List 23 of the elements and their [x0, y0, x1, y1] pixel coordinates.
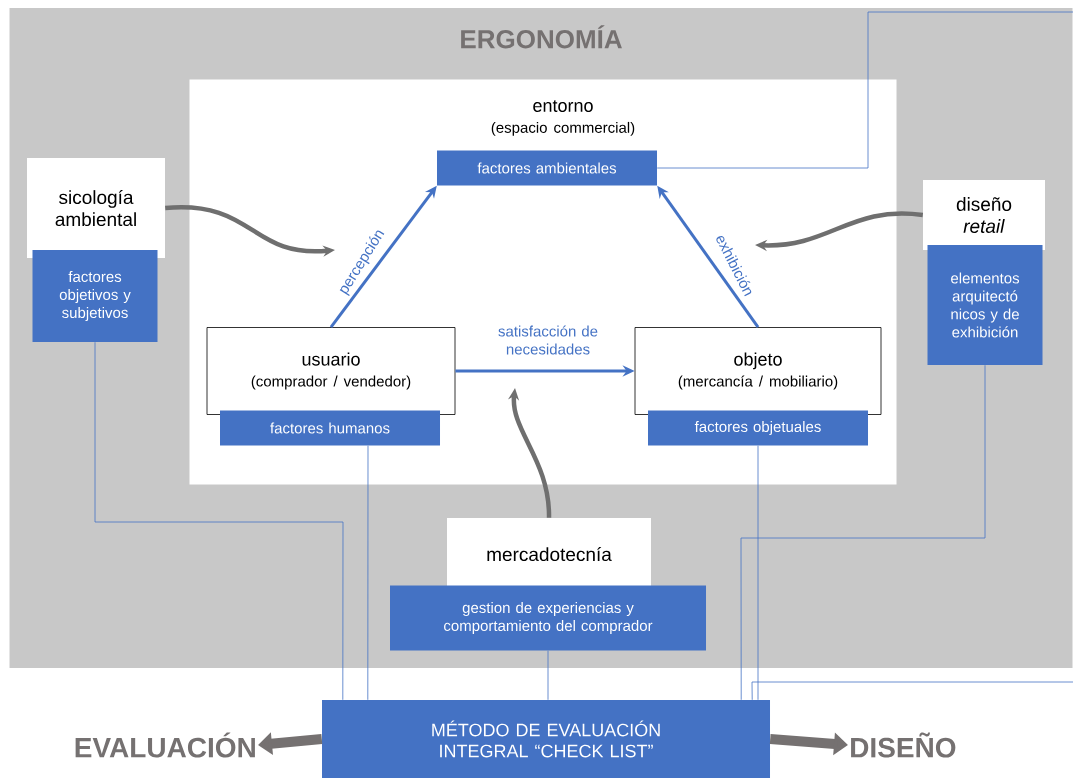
- concept-box: objeto (mercancía / mobiliario): [634, 327, 882, 415]
- factor-box: elementos arquitectó nicos y de exhibición: [927, 245, 1043, 365]
- factor-box: factores humanos: [220, 410, 440, 446]
- outcome-label: EVALUACIÓN: [75, 732, 255, 758]
- outcome-label: DISEÑO: [851, 732, 956, 758]
- label-box: diseño retail: [923, 180, 1045, 250]
- connector-line: [547, 650, 549, 701]
- factor-box: factores objetuales: [648, 410, 868, 446]
- connector-line: [94, 341, 344, 701]
- text-label: entorno (espacio commercial): [491, 100, 635, 136]
- connector-line: [757, 445, 759, 701]
- method-box: MÉTODO DE EVALUACIÓN INTEGRAL “CHECK LIST”: [322, 700, 770, 778]
- factor-box: factores ambientales: [437, 150, 657, 186]
- panel-heading: ERGONOMÍA: [461, 25, 622, 49]
- connector-line: [740, 364, 986, 701]
- connector-line: [656, 11, 1073, 701]
- factor-box: factores objetivos y subjetivos: [32, 250, 158, 342]
- label-box: mercadotecnía: [447, 518, 651, 590]
- concept-box: usuario (comprador / vendedor): [206, 327, 456, 415]
- edge-label: satisfacción de necesidades: [498, 325, 598, 355]
- factor-box: gestion de experiencias y comportamiento del comprador: [390, 585, 706, 651]
- connector-line: [367, 445, 369, 701]
- label-box: sicología ambiental: [27, 158, 165, 258]
